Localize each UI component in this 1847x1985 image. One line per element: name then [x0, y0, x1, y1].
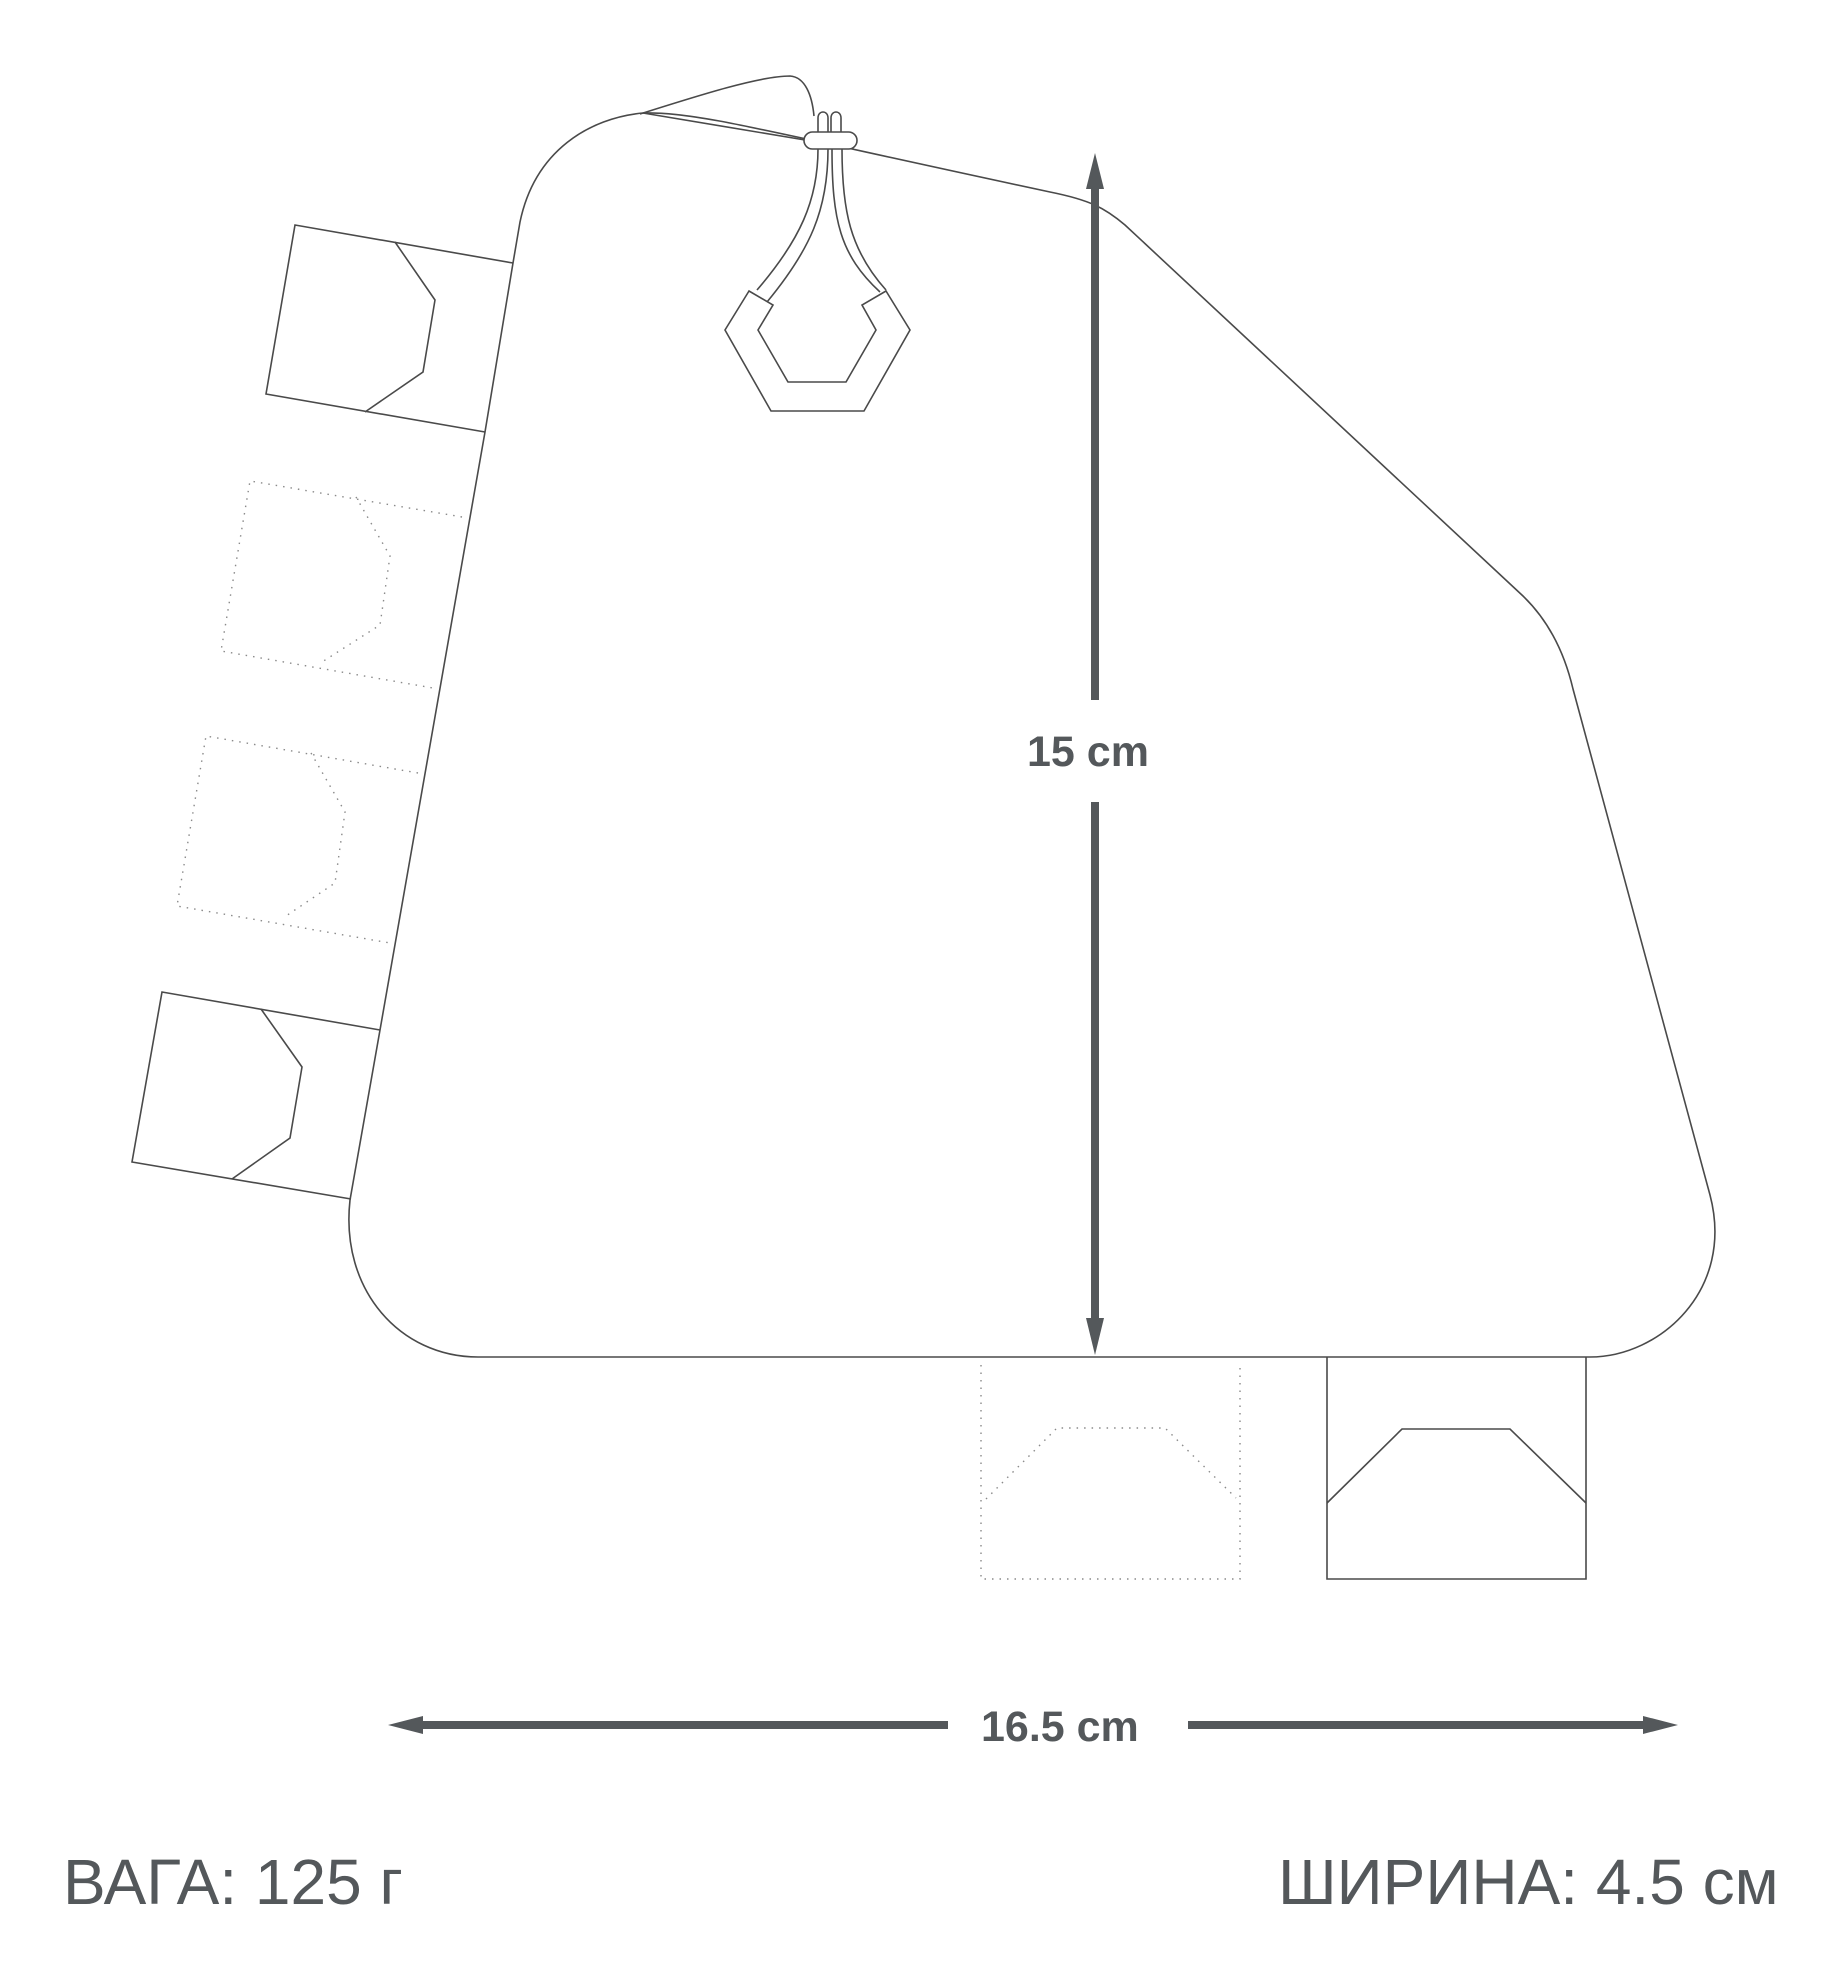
left-strap-3 — [176, 735, 419, 944]
hexagon-pull-tab-icon — [724, 289, 911, 412]
top-edge-line — [642, 112, 806, 141]
width-dimension-label: 16.5 cm — [981, 1703, 1139, 1751]
height-dimension-label: 15 cm — [1027, 728, 1149, 776]
cord-knot-icon — [803, 111, 858, 150]
arrow-right-icon — [1643, 1716, 1678, 1734]
bottom-strap-1 — [980, 1365, 1241, 1580]
left-strap-4 — [131, 991, 381, 1200]
top-cord — [639, 75, 815, 117]
arrow-down-icon — [1086, 1318, 1104, 1355]
left-strap-2 — [220, 480, 463, 689]
height-dimension-arrow — [1086, 153, 1104, 1355]
cord-loop — [756, 148, 887, 303]
bottom-strap-2 — [1326, 1357, 1587, 1580]
left-strap-1 — [265, 224, 514, 433]
width-dimension-arrow — [388, 1716, 1678, 1734]
arrow-up-icon — [1086, 153, 1104, 189]
weight-spec: ВАГА: 125 г — [63, 1846, 403, 1918]
width-spec: ШИРИНА: 4.5 см — [1278, 1846, 1779, 1918]
arrow-left-icon — [388, 1716, 423, 1734]
